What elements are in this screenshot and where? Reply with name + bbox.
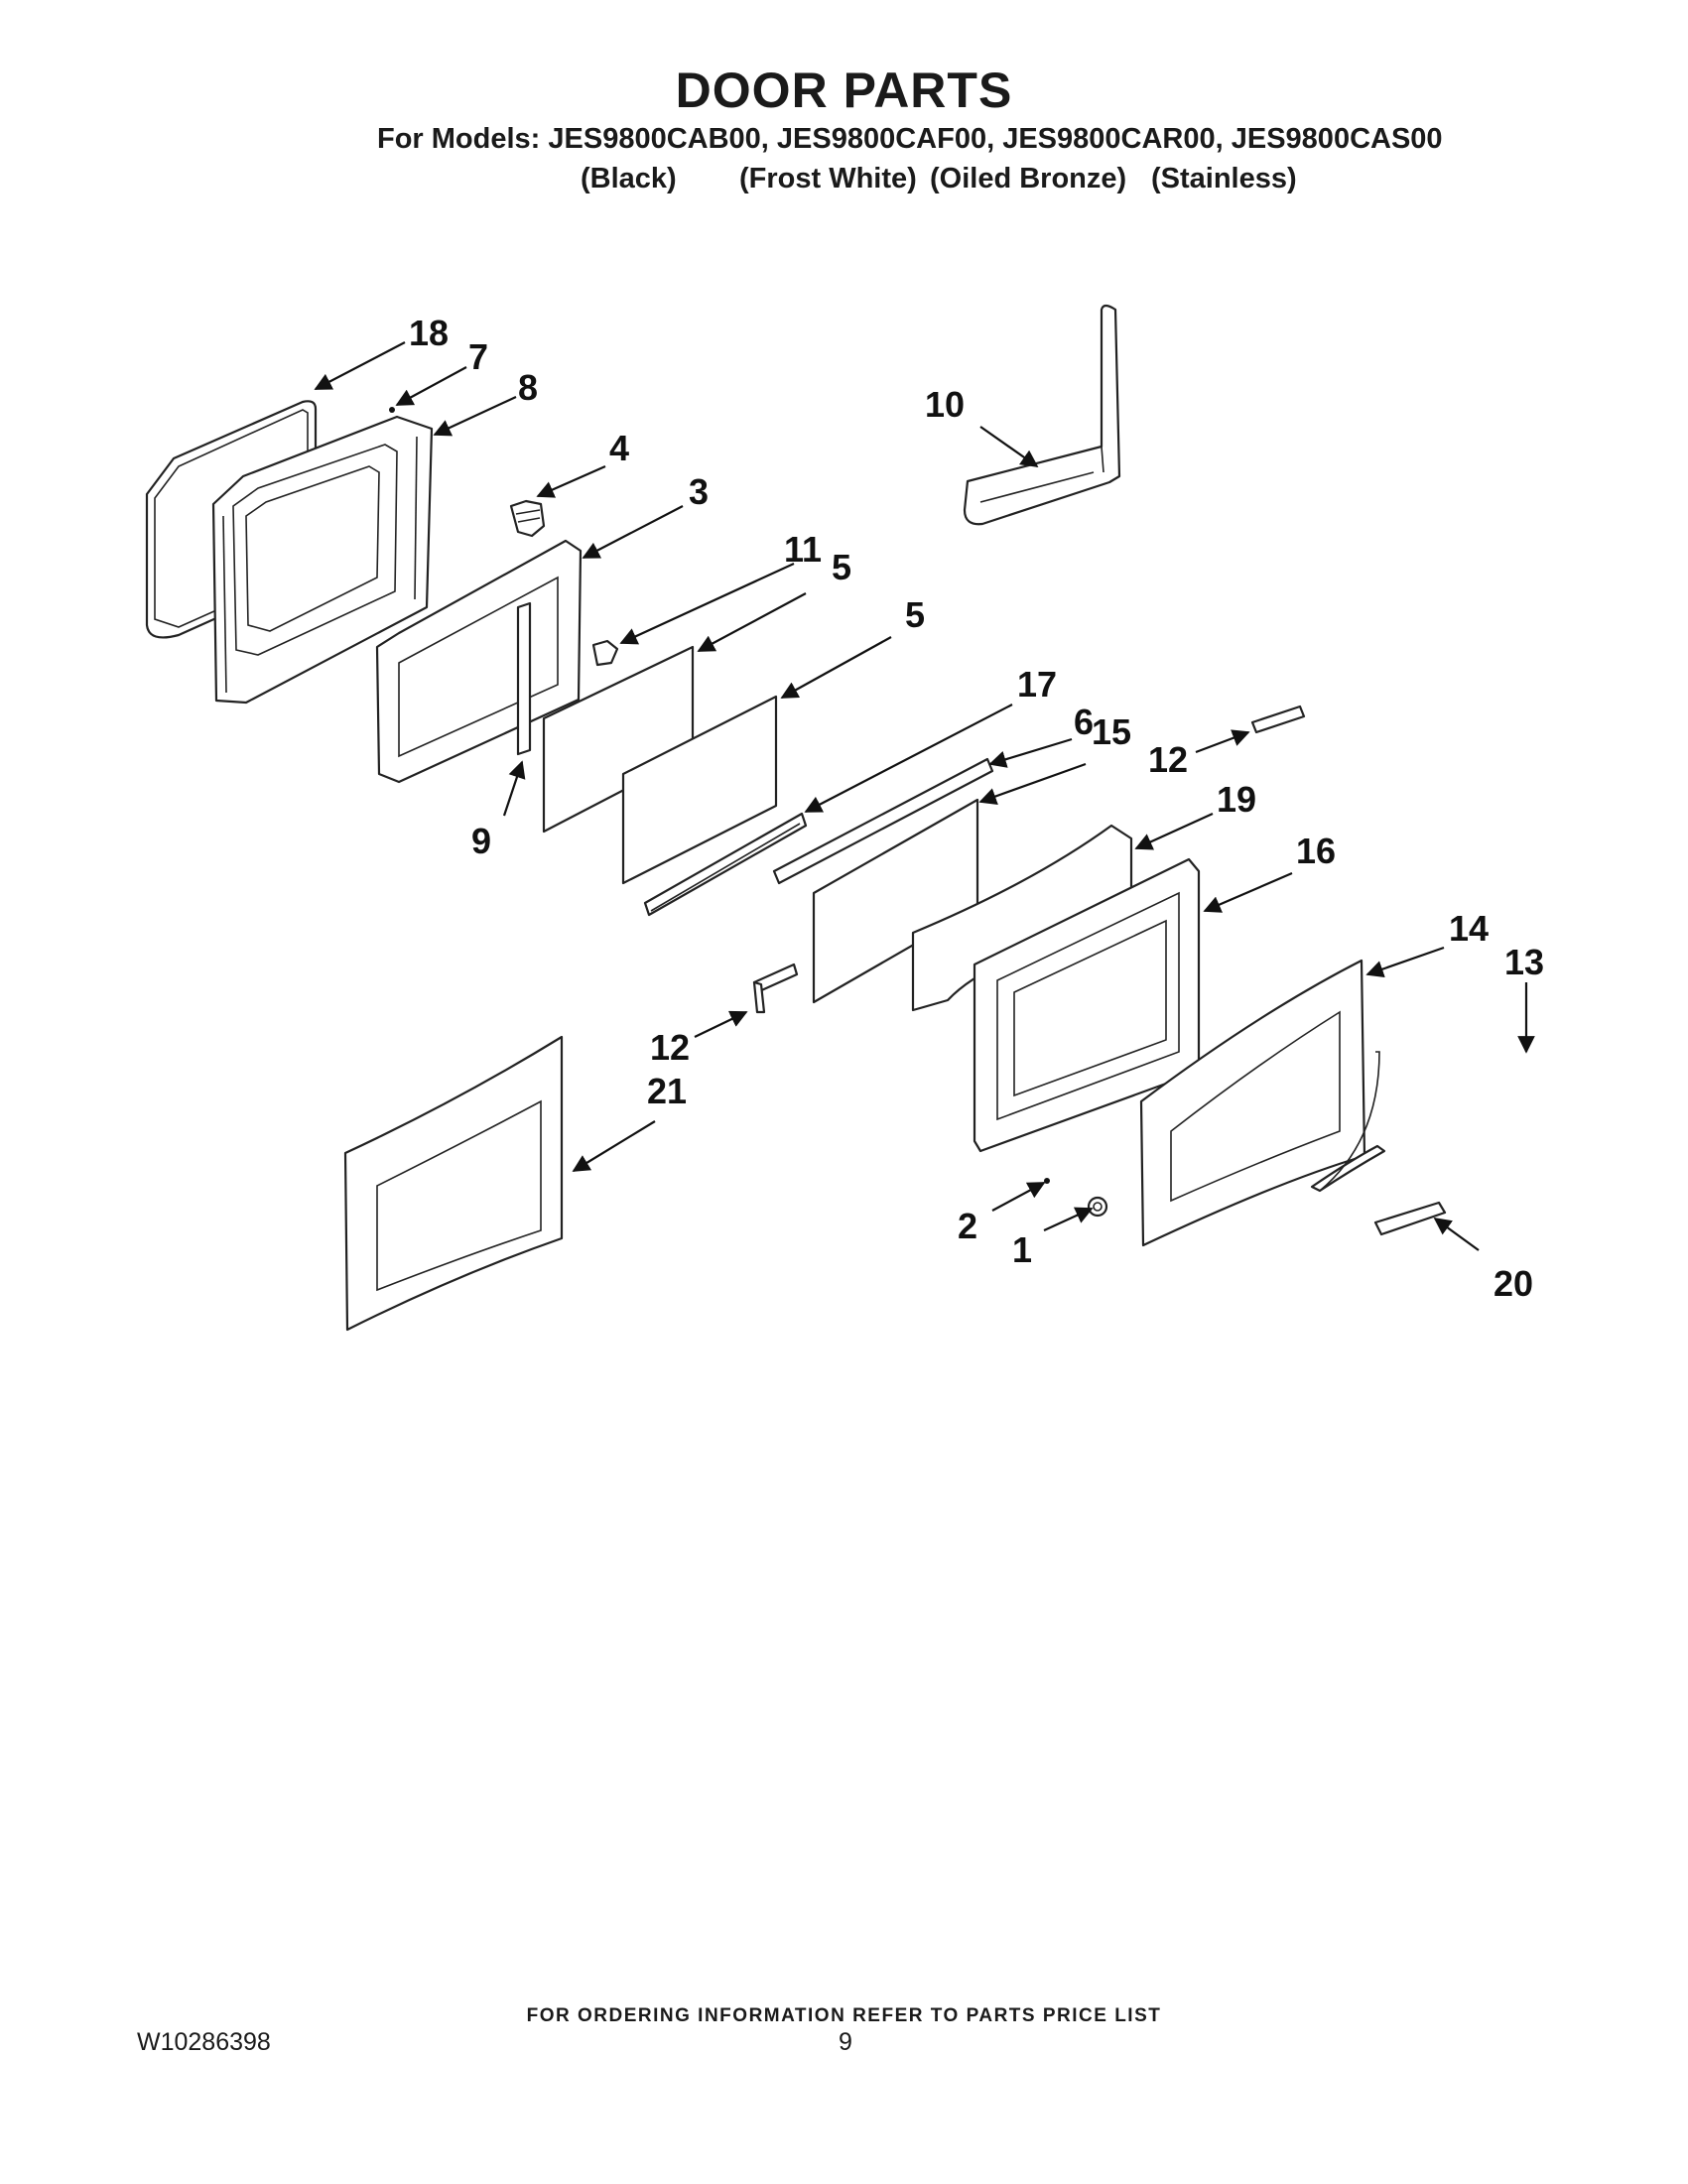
callout-17: 17: [1017, 664, 1057, 705]
callout-20: 20: [1493, 1263, 1533, 1304]
callout-9: 9: [471, 821, 491, 861]
callout-1: 1: [1012, 1229, 1032, 1270]
part-6-strip: [772, 757, 994, 885]
part-9-bracket: [516, 601, 532, 756]
callout-5-lower: 5: [905, 594, 925, 635]
callout-21: 21: [647, 1071, 687, 1111]
page-title: DOOR PARTS: [675, 63, 1013, 118]
finish-frost-white: (Frost White): [739, 163, 917, 194]
callout-14: 14: [1449, 908, 1489, 949]
part-17-channel: [643, 812, 808, 917]
part-5-glass-pane-b: [621, 695, 778, 885]
callout-5-upper: 5: [832, 547, 851, 587]
callout-3: 3: [689, 471, 709, 512]
callout-18: 18: [409, 313, 449, 353]
callout-7: 7: [468, 336, 488, 377]
callout-8: 8: [518, 367, 538, 408]
callout-10: 10: [925, 384, 965, 425]
part-11-screw: [591, 639, 619, 667]
ordering-note: FOR ORDERING INFORMATION REFER TO PARTS …: [526, 2005, 1162, 2026]
part-2-screw: [1044, 1178, 1050, 1184]
callout-4: 4: [609, 428, 629, 468]
callout-12-upper: 12: [1148, 739, 1188, 780]
callout-13: 13: [1504, 942, 1544, 982]
part-12-clip-upper: [1250, 705, 1306, 734]
part-21-outer-door: [343, 1035, 564, 1332]
part-12-clip-lower: [752, 963, 799, 1014]
callout-19: 19: [1217, 779, 1256, 820]
part-10-hinge-channel: [963, 304, 1121, 526]
part-8-inner-door-frame: [211, 415, 434, 705]
part-13-handle: [1310, 1051, 1386, 1193]
callout-15: 15: [1092, 711, 1131, 752]
part-4-screw: [509, 499, 546, 538]
part-7-screw: [389, 407, 395, 413]
part-14-outer-door: [1139, 959, 1366, 1247]
document-number: W10286398: [137, 2028, 271, 2056]
callout-2: 2: [958, 1206, 977, 1246]
finish-stainless: (Stainless): [1151, 163, 1297, 194]
part-1-nut: [1087, 1196, 1108, 1218]
callout-6: 6: [1074, 702, 1094, 742]
finish-oiled-bronze: (Oiled Bronze): [930, 163, 1127, 194]
callout-11: 11: [784, 529, 822, 570]
finish-black: (Black): [581, 163, 677, 194]
part-20-badge: [1373, 1201, 1447, 1236]
callout-12-lower: 12: [650, 1027, 690, 1068]
callout-16: 16: [1296, 831, 1336, 871]
models-line: For Models: JES9800CAB00, JES9800CAF00, …: [377, 123, 1443, 155]
page-number: 9: [839, 2028, 852, 2056]
